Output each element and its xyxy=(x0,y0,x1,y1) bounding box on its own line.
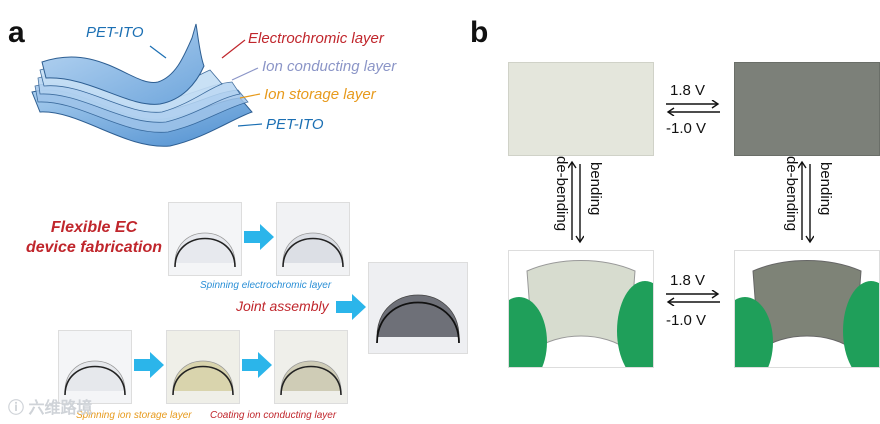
double-arrow-top xyxy=(666,100,720,116)
top-pet-sheet xyxy=(41,23,205,105)
photo-ion-storage-layer xyxy=(166,330,240,404)
curved-film-icon xyxy=(174,232,236,268)
panel-a-letter: a xyxy=(8,16,25,49)
right-debending-label: de-bending xyxy=(783,156,800,232)
label-pet-ito-top: PET-ITO xyxy=(86,24,144,41)
photo-flat-bleached xyxy=(508,62,654,156)
photo-ec-layer xyxy=(276,202,350,276)
arrow-step3 xyxy=(242,352,272,378)
watermark-logo-icon: ⓘ xyxy=(8,400,25,417)
voltage-bottom-reverse: -1.0 V xyxy=(666,312,707,329)
curved-film-icon xyxy=(64,360,126,396)
pet-ito-bottom-pointer xyxy=(237,123,263,127)
curved-film-icon xyxy=(282,232,344,268)
caption-spinning-is: Spinning ion storage layer xyxy=(76,410,192,421)
photo-bent-colored xyxy=(734,250,880,368)
watermark: ⓘ 六维路境 xyxy=(8,394,92,418)
left-debending-label: de-bending xyxy=(553,156,570,232)
ion-storage-pointer xyxy=(239,93,261,99)
double-arrow-bottom xyxy=(666,290,720,306)
curved-film-icon xyxy=(280,360,342,396)
caption-spinning-ec: Spinning electrochromic layer xyxy=(200,280,332,291)
voltage-top-forward: 1.8 V xyxy=(670,82,706,99)
photo-flat-colored xyxy=(734,62,880,156)
photo-substrate-bottom xyxy=(58,330,132,404)
left-bending-label: bending xyxy=(587,162,604,216)
photo-ion-conducting-layer xyxy=(274,330,348,404)
panel-b-letter: b xyxy=(470,16,489,49)
label-ion-conducting: Ion conducting layer xyxy=(262,58,397,75)
voltage-bottom-forward: 1.8 V xyxy=(670,272,706,289)
voltage-top-reverse: -1.0 V xyxy=(666,120,707,137)
photo-substrate-top xyxy=(168,202,242,276)
arrow-step1 xyxy=(244,224,274,250)
fabrication-title-line2: device fabrication xyxy=(25,239,163,256)
photo-final-device xyxy=(368,262,468,354)
arrow-joint xyxy=(336,294,366,320)
caption-joint-assembly: Joint assembly xyxy=(236,298,329,314)
label-ion-storage: Ion storage layer xyxy=(264,86,376,103)
fabrication-title-line1: Flexible EC xyxy=(50,219,138,236)
right-bending-label: bending xyxy=(817,162,834,216)
label-electrochromic: Electrochromic layer xyxy=(248,30,384,47)
photo-bent-bleached xyxy=(508,250,654,368)
layer-stack-illustration xyxy=(31,23,263,147)
vertical-arrow-left xyxy=(568,160,584,244)
arrow-step2 xyxy=(134,352,164,378)
fabrication-title: Flexible EC device fabrication xyxy=(14,218,174,258)
label-pet-ito-bottom: PET-ITO xyxy=(266,116,324,133)
ion-conducting-pointer xyxy=(231,67,259,81)
curved-film-icon xyxy=(172,360,234,396)
vertical-arrow-right xyxy=(798,160,814,244)
pet-ito-top-pointer xyxy=(149,45,167,59)
curved-device-icon xyxy=(376,294,460,344)
watermark-text: 六维路境 xyxy=(28,400,93,417)
electrochromic-pointer xyxy=(221,39,246,59)
caption-coating-ic: Coating ion conducting layer xyxy=(210,410,337,421)
